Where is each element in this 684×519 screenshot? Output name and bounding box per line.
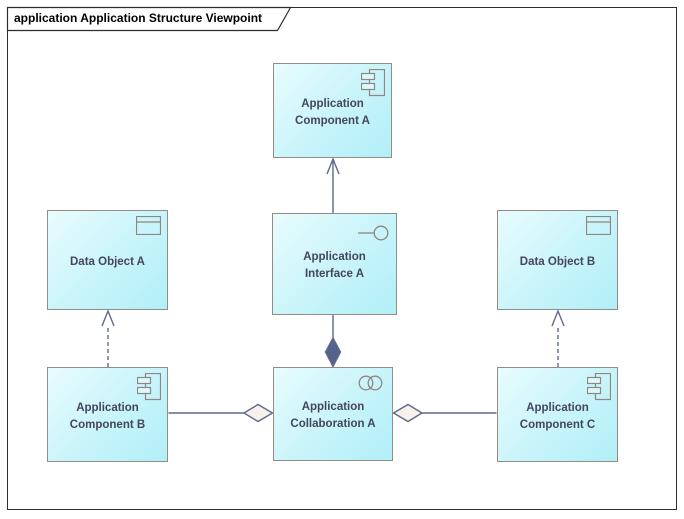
collaboration-icon — [357, 375, 386, 391]
node-application-component-c[interactable]: Application Component C — [497, 367, 618, 462]
node-application-component-b[interactable]: Application Component B — [47, 367, 168, 462]
node-label: Data Object B — [519, 255, 596, 268]
node-application-collaboration-a[interactable]: Application Collaboration A — [273, 367, 393, 461]
node-application-component-a[interactable]: Application Component A — [273, 63, 392, 158]
hollow-diamond-icon — [392, 403, 424, 423]
node-data-object-a[interactable]: Data Object A — [47, 210, 168, 310]
node-label: Application Component C — [519, 401, 596, 431]
component-icon — [360, 68, 386, 97]
node-data-object-b[interactable]: Data Object B — [497, 210, 618, 310]
access-connector-component-b-to-data-object-a[interactable] — [101, 309, 115, 367]
node-label: Application Component B — [69, 401, 146, 431]
access-connector-component-c-to-data-object-b[interactable] — [551, 309, 565, 367]
open-arrowhead-icon — [326, 157, 340, 175]
title-tab-shape — [6, 6, 292, 32]
hollow-diamond-icon — [242, 403, 274, 423]
open-arrowhead-icon — [551, 309, 565, 327]
data-object-icon — [585, 215, 612, 236]
aggregation-connector-collaboration-to-component-b[interactable] — [168, 403, 274, 423]
filled-diamond-icon — [324, 336, 342, 369]
component-icon — [136, 372, 162, 401]
aggregation-connector-collaboration-to-component-c[interactable] — [392, 403, 497, 423]
composition-connector-collaboration-to-interface[interactable] — [324, 315, 342, 369]
node-application-interface-a[interactable]: Application Interface A — [272, 213, 397, 315]
open-arrowhead-icon — [101, 309, 115, 327]
node-label: Application Component A — [295, 97, 370, 127]
node-label: Application Interface A — [303, 251, 366, 280]
data-object-icon — [135, 215, 162, 236]
node-label: Data Object A — [70, 255, 145, 268]
interface-lollipop-icon — [358, 225, 389, 241]
diagram-frame — [7, 7, 677, 510]
serving-connector-interface-to-component-a[interactable] — [326, 157, 340, 213]
diagram-title: application Application Structure Viewpo… — [14, 11, 263, 25]
node-label: Application Collaboration A — [290, 401, 376, 430]
component-icon — [586, 372, 612, 401]
